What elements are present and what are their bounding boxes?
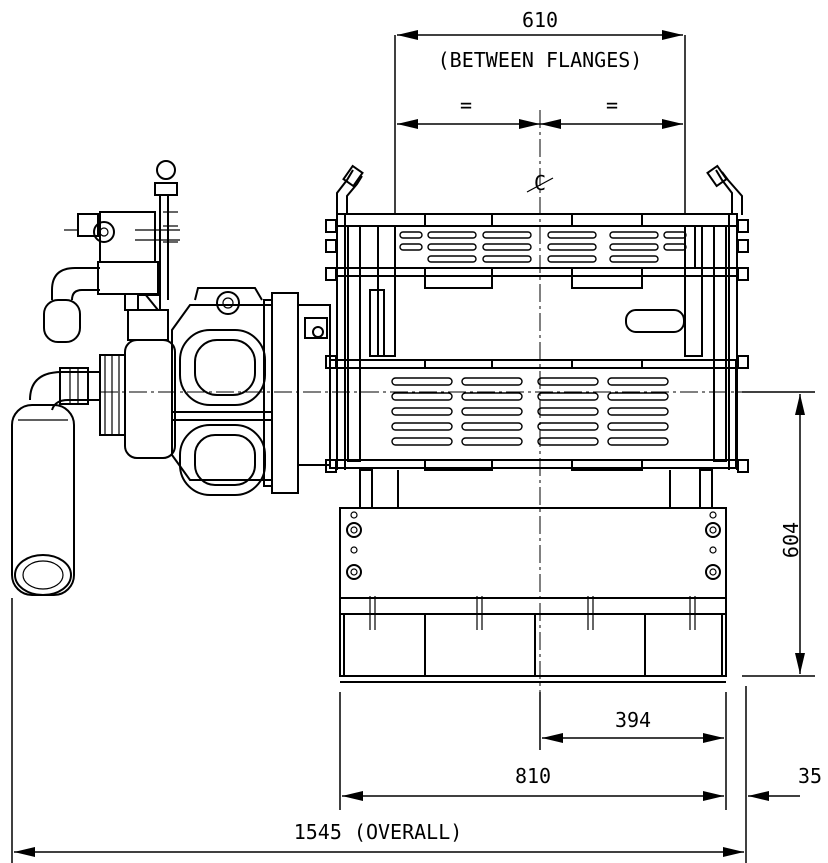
dim-35-label: 35	[798, 764, 822, 788]
centerline-symbol: C	[534, 171, 546, 195]
dim-394-label: 394	[615, 708, 651, 732]
winch-frame	[297, 164, 749, 509]
filter-cartridge	[11, 404, 75, 596]
hydraulic-motor	[171, 287, 299, 496]
dim-610-label: 610	[522, 8, 558, 32]
dim-frame-width: 810	[339, 692, 724, 810]
dim-604-label: 604	[779, 522, 803, 558]
valve-assembly	[29, 160, 180, 459]
lower-slots	[391, 377, 669, 446]
half-mark-right: =	[606, 93, 618, 117]
base-skid	[339, 507, 727, 683]
dim-between-flanges: 610 (BETWEEN FLANGES) = =	[394, 8, 686, 215]
upper-slots	[399, 231, 687, 263]
dim-610-note: (BETWEEN FLANGES)	[438, 48, 643, 72]
dim-offset: 394	[539, 692, 727, 810]
dim-side-offset: 35	[745, 686, 822, 863]
dim-overall: 1545 (OVERALL)	[11, 598, 744, 863]
half-mark-left: =	[460, 93, 472, 117]
dim-height: 604	[742, 391, 815, 677]
dim-1545-label: 1545 (OVERALL)	[294, 820, 463, 844]
dim-810-label: 810	[515, 764, 551, 788]
